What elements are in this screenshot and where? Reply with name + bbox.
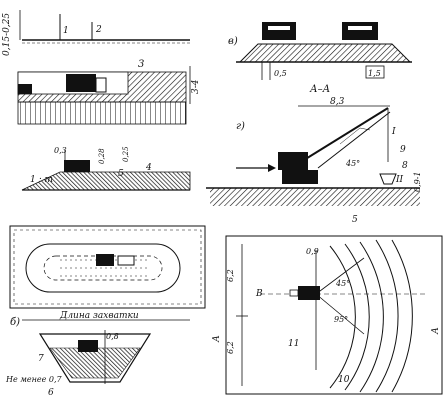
panel-b: Длина захватки б) 0,8 7 Не менее 0,7 6 — [5, 225, 206, 398]
radius-45 — [315, 257, 365, 295]
roller-plan — [96, 254, 114, 266]
panel-v-letter: в) — [228, 36, 238, 47]
trench-outline — [38, 333, 152, 383]
loop-path-outer — [25, 243, 181, 293]
panel-slope: 0,3 0,28 0,25 1 : m 4 5 — [21, 146, 191, 191]
road-embankment — [238, 43, 412, 63]
panel-g: г) А–А 8,3 45° I 8 9 II 0,9-1 5 — [206, 84, 422, 225]
machine-left-window — [268, 26, 290, 30]
compactor — [64, 160, 90, 172]
crane-cabin — [278, 152, 308, 170]
machine-right — [342, 22, 378, 40]
label-11: 11 — [288, 339, 299, 349]
section-mark-left: А — [212, 335, 222, 343]
machine-right-window — [348, 26, 372, 30]
bulldozer-body — [66, 74, 96, 92]
arc-5 — [391, 239, 413, 393]
machine-left — [262, 22, 296, 40]
section-label: А–А — [309, 84, 330, 95]
dim-height-label: 3-4 — [191, 79, 201, 94]
dim-08-label: 0,8 — [106, 332, 119, 341]
crane-tracks — [282, 170, 318, 184]
radius-95 — [315, 293, 365, 335]
dim-09-label: 0,9 — [306, 247, 319, 256]
label-6: 6 — [48, 388, 54, 398]
section-mark-right: А — [431, 327, 441, 335]
label-8: 8 — [402, 161, 408, 171]
label-1: 1 — [63, 26, 69, 36]
panel-plan: 6,2 6,2 А А 0,9 45° 95° В 11 10 — [212, 235, 443, 395]
label-9: 9 — [400, 145, 406, 155]
panel-b-letter: б) — [10, 317, 20, 328]
tamper-plate — [379, 173, 397, 185]
ground-hatch — [210, 188, 420, 206]
label-B: В — [255, 289, 263, 299]
soil-layer — [17, 101, 187, 125]
min-note: Не менее 0,7 — [5, 375, 63, 384]
panel-v: в) 0,5 1,5 — [228, 22, 412, 80]
label-2: 2 — [95, 25, 102, 35]
angle-95-label: 95° — [334, 315, 348, 324]
label-I: I — [391, 127, 396, 137]
plan-frame-inner — [13, 229, 202, 305]
trench-fill — [49, 347, 141, 379]
plan-frame — [225, 235, 443, 395]
bulldozer-blade — [95, 77, 107, 93]
lattice-1 — [339, 127, 361, 145]
dim-62b-label: 6,2 — [226, 341, 235, 354]
loop-path-inner — [43, 255, 163, 281]
roller — [18, 84, 32, 94]
trench-roller — [78, 340, 98, 352]
label-5: 5 — [118, 169, 124, 179]
label-3: 3 — [138, 59, 144, 70]
crane-plan-cab — [289, 289, 299, 297]
arc-1 — [329, 245, 356, 389]
crane-boom — [303, 107, 389, 161]
dim-028-label: 0,28 — [98, 148, 106, 164]
dim-vertical-label: 0,15-0,25 — [2, 13, 12, 56]
dim-05-label: 0,5 — [274, 69, 287, 78]
arc-4 — [375, 239, 399, 393]
crane-boom-lower — [317, 111, 391, 169]
dim-025-label: 0,25 — [122, 146, 130, 162]
arc-3 — [359, 241, 384, 393]
dim-83-label: 8,3 — [330, 97, 345, 107]
angle-45-label: 45° — [335, 279, 350, 288]
panel-g-letter: г) — [236, 121, 245, 132]
label-4: 4 — [145, 163, 152, 173]
plan-frame-outer — [9, 225, 206, 309]
dim-03-label: 0,3 — [54, 146, 67, 155]
dim-15-label: 1,5 — [368, 69, 381, 78]
panel-a: 0,15-0,25 1 2 3 3-4 — [2, 10, 201, 125]
arrow-head — [268, 164, 276, 172]
dim-bottom-label: 0,9-1 — [413, 171, 422, 192]
dim-62a-label: 6,2 — [226, 269, 235, 282]
angle-label: 45° — [345, 159, 360, 168]
lattice-2 — [359, 127, 371, 131]
label-7: 7 — [38, 354, 44, 364]
crane-plan — [298, 286, 320, 300]
dim-15-box — [365, 65, 385, 79]
label-10: 10 — [338, 375, 350, 385]
panel-g-label-5: 5 — [352, 215, 358, 225]
length-caption: Длина захватки — [59, 311, 139, 321]
arc-2 — [344, 243, 370, 391]
label-II: II — [395, 175, 404, 185]
slope-label: 1 : m — [30, 175, 53, 185]
machine-plan — [117, 255, 135, 266]
